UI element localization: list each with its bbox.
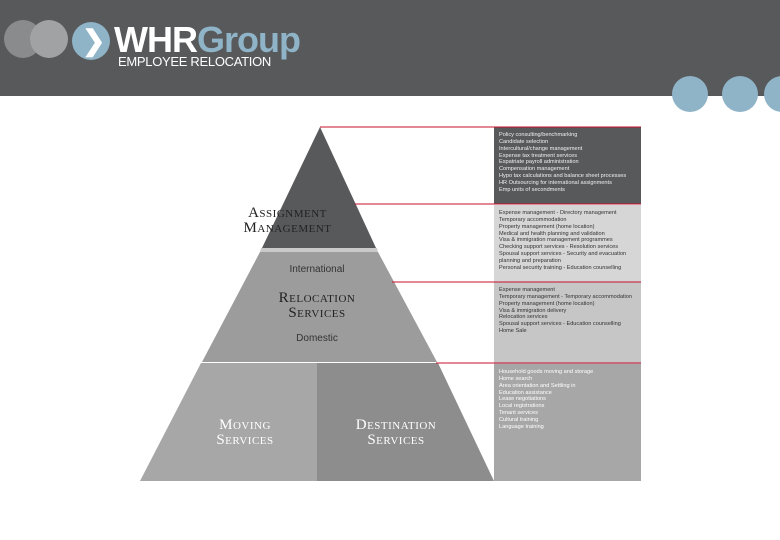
chevron-right-icon: ❯: [82, 25, 106, 56]
list-item: Area orientation and Settling in: [499, 382, 576, 389]
list-item: Property management (home location): [499, 300, 595, 307]
list-item: Visa & immigration management programmes: [499, 237, 613, 244]
label-line: Assignment: [248, 205, 327, 221]
decorative-dot: [30, 20, 68, 58]
list-item: Education assistance: [499, 389, 552, 396]
list-item: Checking support services - Resolution s…: [499, 244, 619, 251]
logo-circle: [72, 22, 110, 60]
list-item: Temporary management - Temporary accommo…: [499, 293, 632, 300]
label-line: Management: [243, 220, 332, 236]
list-item: Expense tax treatment services: [499, 152, 578, 159]
list-item: Policy consulting/benchmarking: [499, 132, 578, 138]
list-item: Expense management - Directory managemen…: [499, 210, 617, 216]
list-item: Temporary accommodation: [499, 216, 567, 223]
pyramid-moving-band: [140, 363, 317, 481]
list-item: Intercultural/change management: [499, 145, 583, 152]
list-item: Spousal support services - Education cou…: [499, 321, 621, 328]
list-item: Local registrations: [499, 403, 545, 410]
relocation-services-label: Relocation Services: [262, 291, 372, 321]
list-item: Personal security training - Education c…: [499, 264, 622, 271]
logo-main: WHR: [114, 19, 198, 60]
label-line: Services: [367, 432, 425, 448]
relocation-list-box: [494, 205, 641, 282]
list-item: Spousal support services - Security and …: [499, 251, 627, 258]
international-label: International: [289, 264, 345, 275]
destination-services-label: Destination Services: [336, 418, 456, 448]
list-item: Home search: [499, 375, 533, 382]
pyramid-relocation-band: [202, 252, 437, 362]
pyramid-apex: [262, 127, 376, 248]
list-item: Household goods moving and storage: [499, 369, 594, 375]
assignment-list-box: [494, 127, 641, 204]
logo-subtitle: EMPLOYEE RELOCATION: [118, 54, 271, 69]
moving-destination-services-list: Household goods moving and storage Home …: [499, 369, 639, 431]
list-item: Emp units of secondments: [499, 186, 565, 193]
list-item: Property management (home location): [499, 223, 595, 230]
list-item: Relocation services: [499, 314, 548, 321]
decorative-dot: [672, 76, 708, 112]
list-item: Cultural training: [499, 416, 539, 423]
list-item: Medical and health planning and validati…: [499, 230, 605, 237]
list-item: Expense management: [499, 287, 555, 293]
assignment-management-label: Assignment Management: [230, 206, 345, 236]
list-item: planning and preparation: [499, 257, 561, 264]
list-item: Home Sale: [499, 328, 527, 335]
list-item: Hypo tax calculations and balance sheet …: [499, 173, 627, 180]
domestic-label: Domestic: [296, 333, 338, 344]
list-item: Language training: [499, 423, 544, 430]
list-item: Compensation management: [499, 166, 570, 173]
assignment-services-list: Policy consulting/benchmarking Candidate…: [499, 132, 639, 194]
label-line: Destination: [355, 417, 437, 433]
label-line: Services: [216, 432, 274, 448]
header-banner: ❯ WHRGroup EMPLOYEE RELOCATION: [0, 0, 780, 96]
domestic-list-box: [494, 282, 641, 364]
label-line: Moving: [219, 417, 271, 433]
label-line: Services: [288, 305, 346, 321]
list-item: Candidate selection: [499, 138, 549, 145]
list-item: Expatriate payroll administration: [499, 159, 579, 166]
list-item: HR Outsourcing for international assignm…: [499, 179, 612, 186]
relocation-services-list: Expense management - Directory managemen…: [499, 210, 639, 272]
domestic-services-list: Expense management Temporary management …: [499, 287, 639, 335]
decorative-dot: [764, 76, 780, 112]
pyramid-destination-band: [317, 363, 494, 481]
list-item: Lease negotiations: [499, 396, 546, 403]
logo-group: Group: [196, 19, 301, 60]
moving-services-label: Moving Services: [200, 418, 290, 448]
moving-list-box: [494, 364, 641, 481]
pyramid-divider: [260, 248, 378, 252]
list-item: Tenant services: [499, 410, 538, 417]
label-line: Relocation: [278, 290, 356, 306]
list-item: Visa & immigration delivery: [499, 307, 567, 314]
decorative-dot: [722, 76, 758, 112]
company-logo: WHRGroup: [114, 19, 301, 60]
